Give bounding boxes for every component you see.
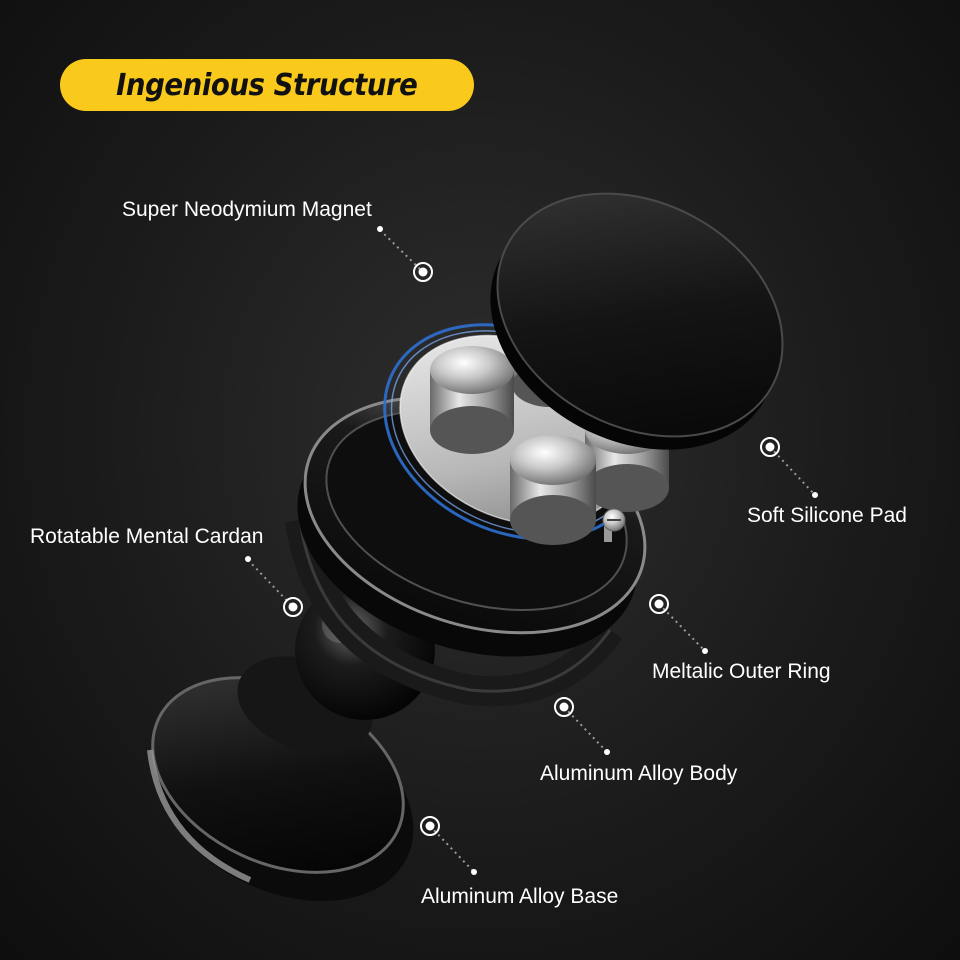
callout-dot-magnet <box>377 226 433 282</box>
callout-dot-cardan <box>245 556 303 617</box>
label-soft-silicone-pad: Soft Silicone Pad <box>747 504 907 527</box>
label-metallic-outer-ring: Meltalic Outer Ring <box>652 660 831 683</box>
callout-dot-ring <box>649 594 708 654</box>
page-title: Ingenious Structure <box>116 67 418 103</box>
title-banner: Ingenious Structure <box>60 59 474 111</box>
magnet-2 <box>430 346 514 454</box>
label-aluminum-alloy-base: Aluminum Alloy Base <box>421 885 619 908</box>
callout-dots <box>245 226 818 875</box>
label-rotatable-cardan: Rotatable Mental Cardan <box>30 525 264 548</box>
soft-silicone-pad-part <box>490 192 784 450</box>
aluminum-alloy-body-part <box>285 517 623 707</box>
callout-lines <box>247 229 816 873</box>
callout-dot-body <box>554 697 610 755</box>
magnet-4 <box>510 435 596 545</box>
callout-dot-pad <box>760 437 818 498</box>
screw-icon <box>602 508 626 542</box>
callout-dot-base <box>420 816 477 875</box>
label-aluminum-alloy-body: Aluminum Alloy Body <box>540 762 738 785</box>
label-super-neodymium-magnet: Super Neodymium Magnet <box>122 198 372 221</box>
aluminum-alloy-base-part <box>147 656 414 902</box>
